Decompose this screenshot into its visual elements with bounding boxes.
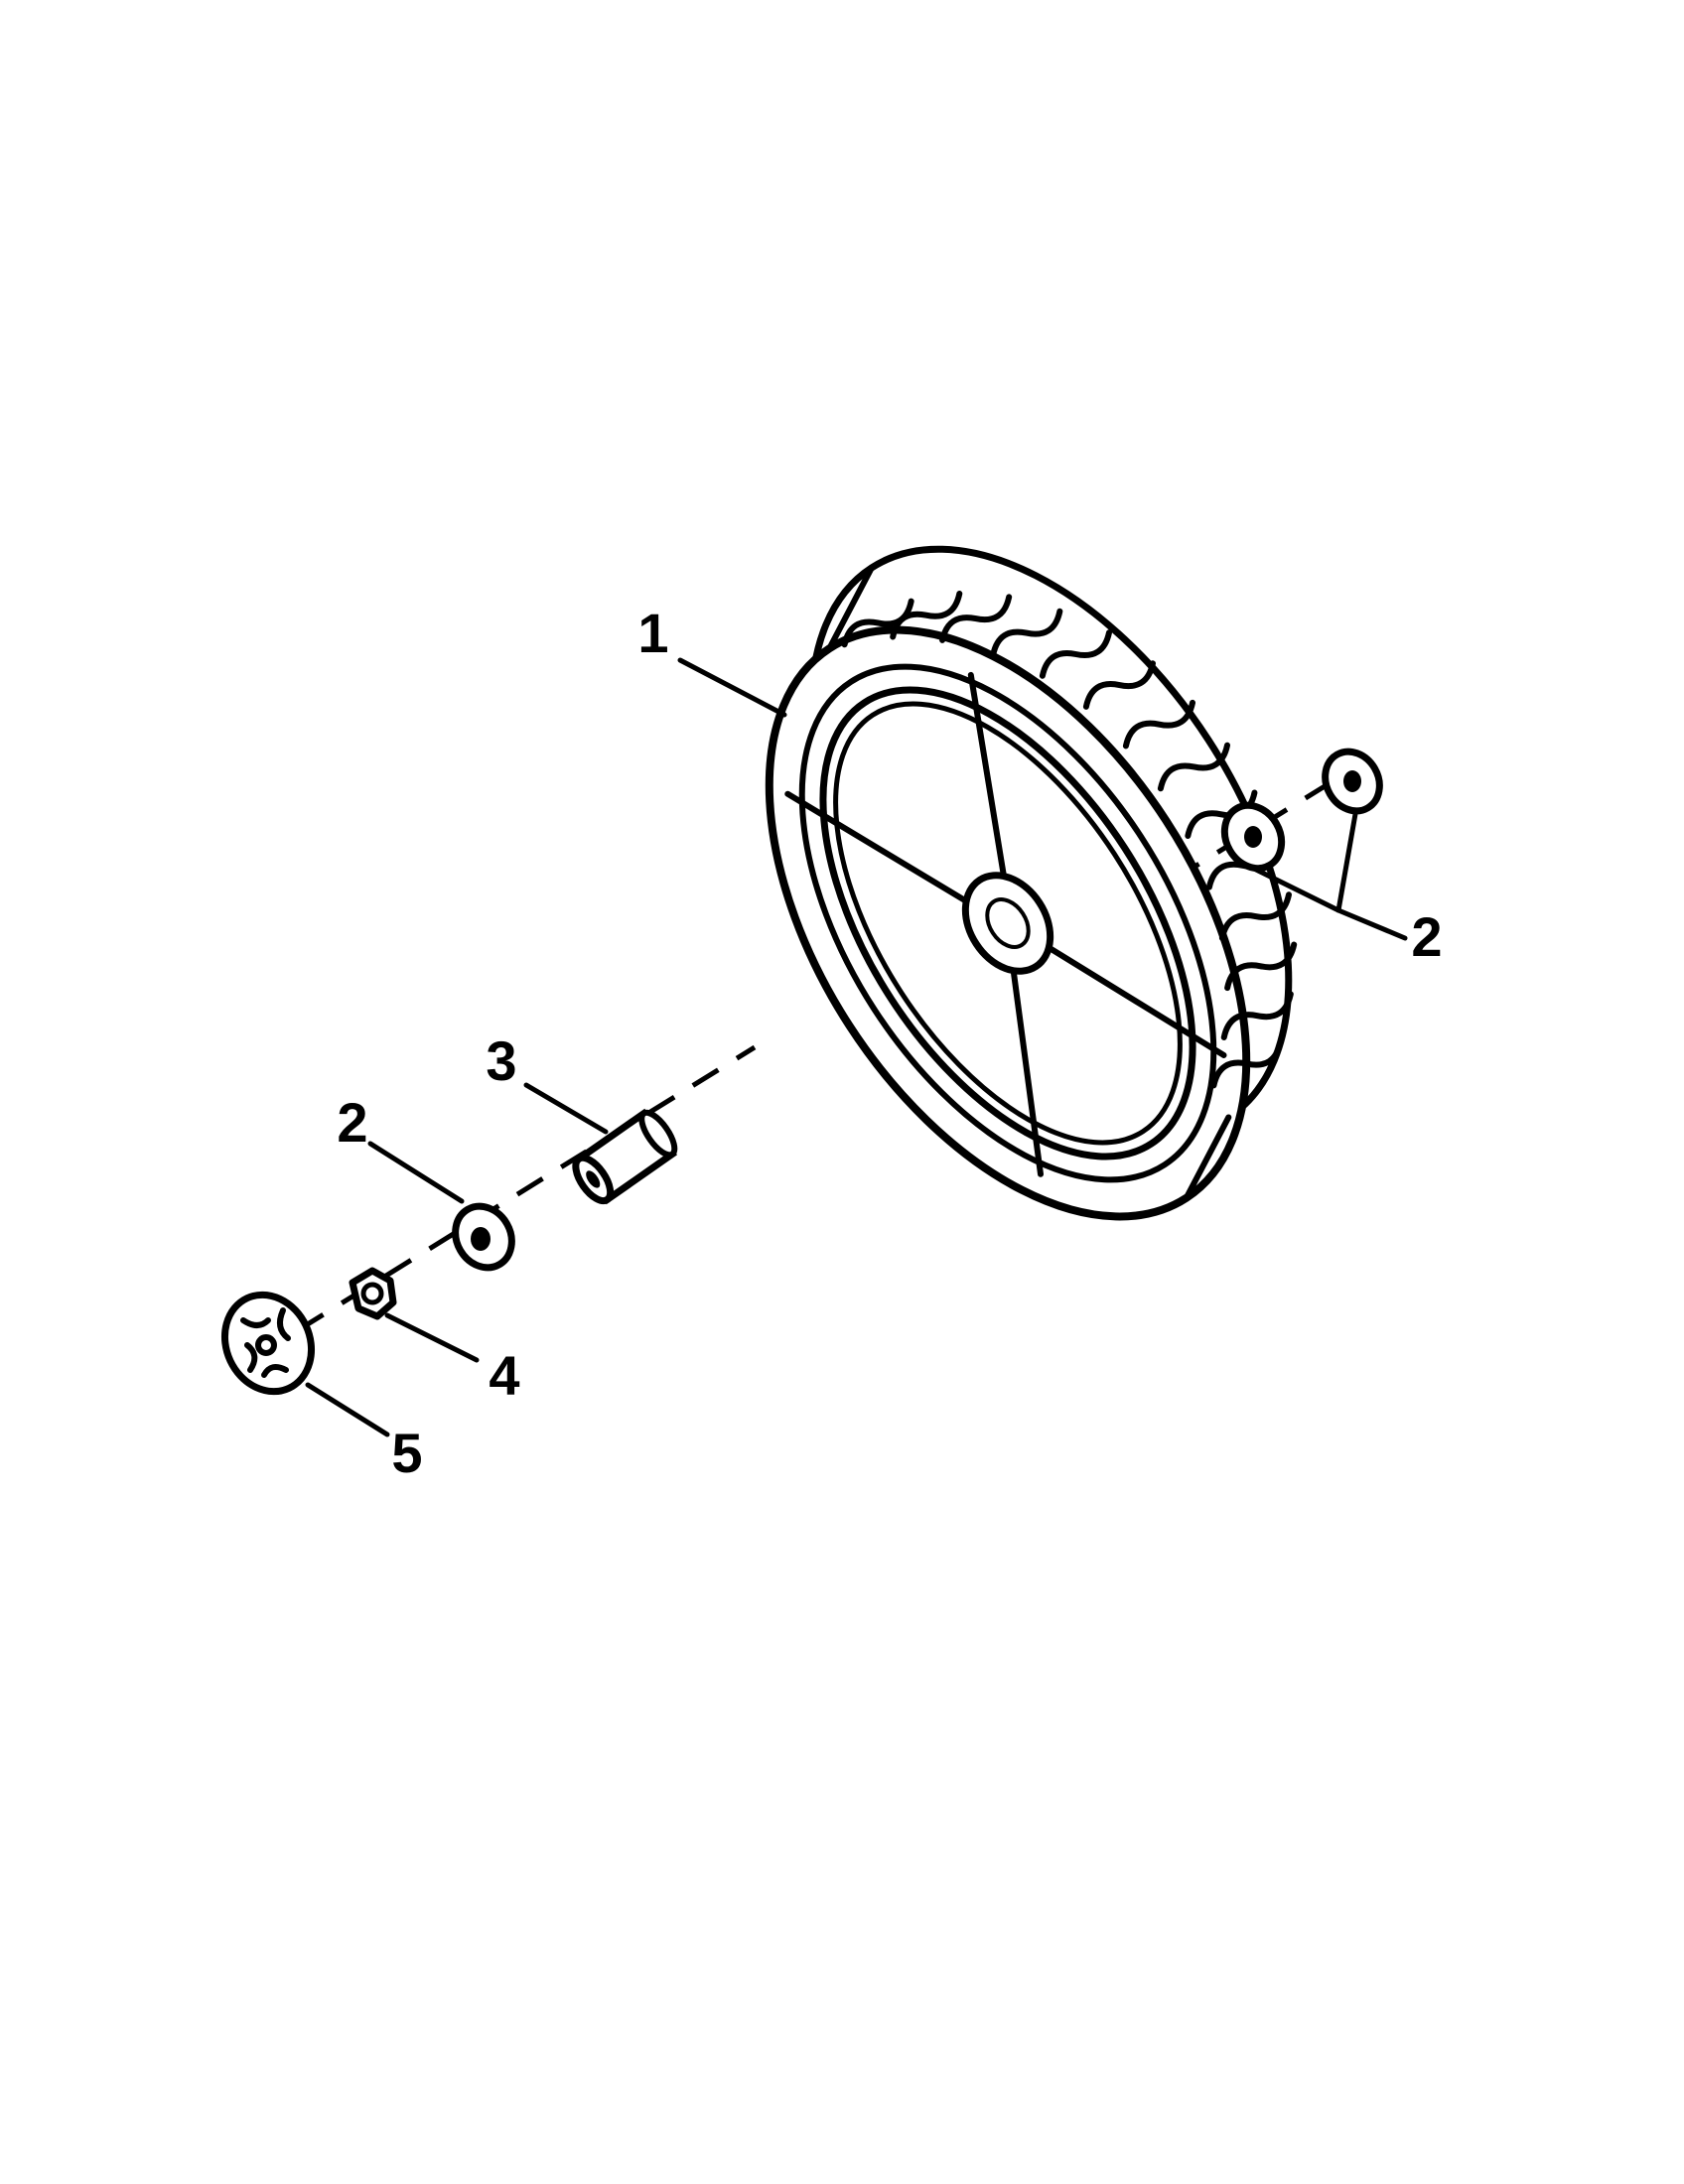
callout-5: 5 [391, 1422, 422, 1484]
wheel-tire-icon [765, 545, 1298, 1221]
bushing-sleeve-icon [572, 1108, 678, 1205]
callout-4: 4 [489, 1344, 519, 1407]
washer-pair-icon [1220, 748, 1383, 873]
hubcap-icon [220, 1291, 316, 1396]
callouts: 1 2 3 2 4 5 [337, 602, 1442, 1484]
leader-lines [305, 657, 1408, 1437]
callout-3: 3 [486, 1029, 516, 1092]
washer-icon [452, 1202, 515, 1272]
callout-2-right: 2 [1411, 905, 1442, 968]
hex-nut-icon [349, 1267, 397, 1320]
callout-2-left: 2 [337, 1091, 367, 1154]
callout-1: 1 [637, 602, 668, 664]
